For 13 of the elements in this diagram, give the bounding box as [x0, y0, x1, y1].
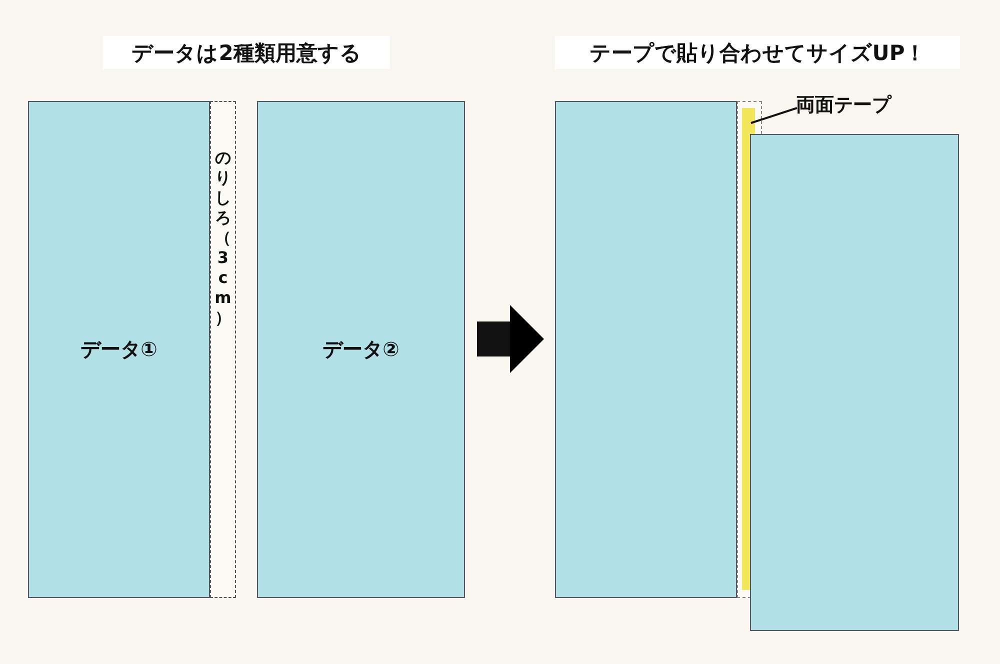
sheet-label: データ① — [80, 336, 158, 363]
data-sheet — [750, 134, 959, 631]
glue-margin — [210, 101, 236, 598]
data-sheet — [257, 101, 465, 598]
margin-label: のりしろ（3cm） — [214, 148, 232, 328]
tape-label: 両面テープ — [796, 93, 891, 118]
data-sheet — [28, 101, 210, 598]
heading: データは2種類用意する — [103, 36, 390, 69]
leader-line — [750, 107, 798, 124]
sheet-label: データ② — [322, 336, 400, 363]
heading: テープで貼り合わせてサイズUP！ — [555, 36, 960, 69]
block-arrow — [477, 305, 544, 373]
data-sheet — [555, 101, 737, 598]
